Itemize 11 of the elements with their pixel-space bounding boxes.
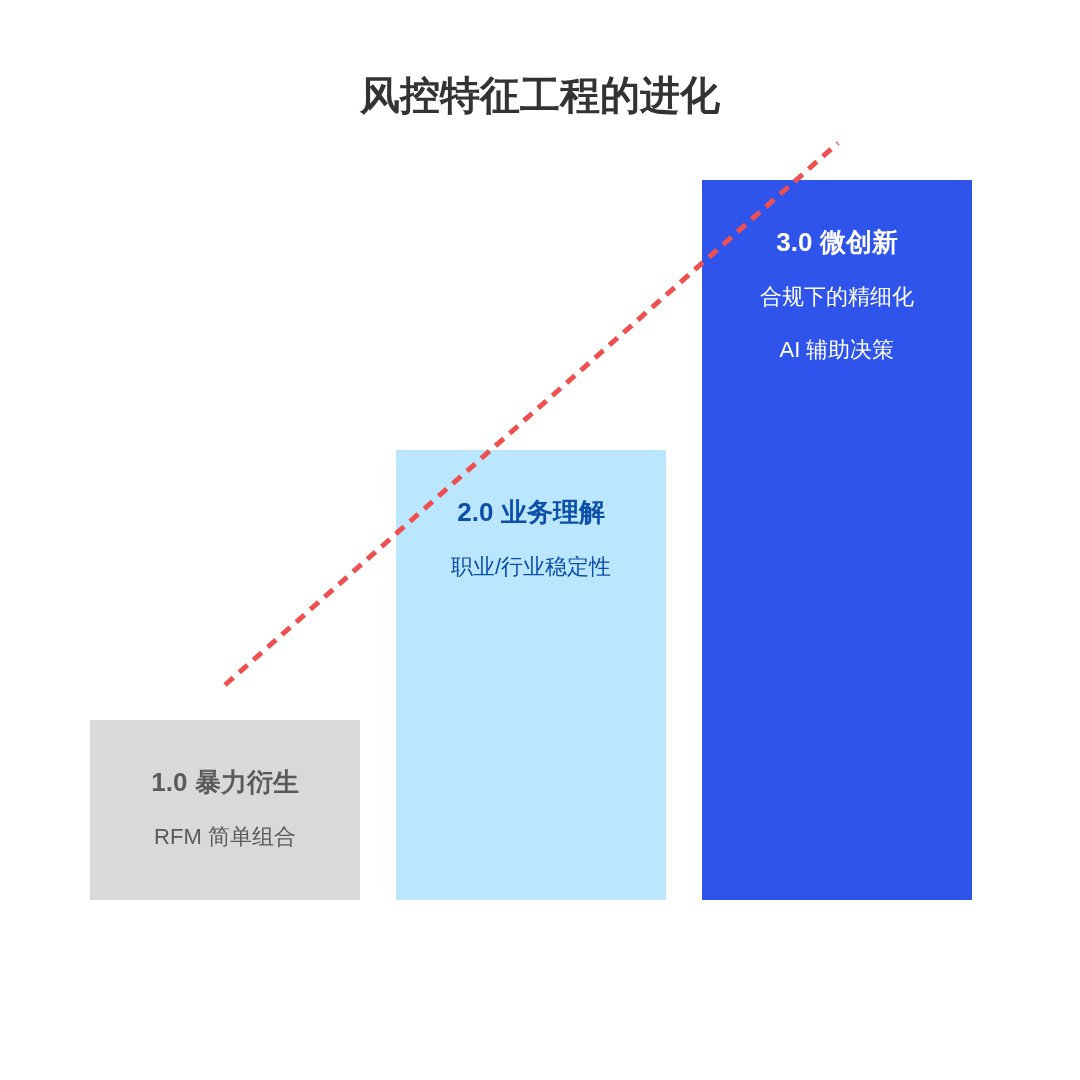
stage-block [396, 450, 666, 900]
stage-description: 合规下的精细化 [760, 283, 914, 311]
stage-description: 职业/行业稳定性 [450, 553, 612, 581]
stage-description: AI 辅助决策 [779, 336, 895, 364]
stage-description: RFM 简单组合 [154, 823, 296, 851]
stage-heading: 1.0 暴力衍生 [151, 766, 299, 798]
stage-block [90, 720, 360, 900]
stage-heading: 2.0 业务理解 [457, 496, 605, 528]
stage-heading: 3.0 微创新 [776, 226, 898, 258]
diagram-title: 风控特征工程的进化 [360, 72, 720, 119]
stage-block [702, 180, 972, 900]
